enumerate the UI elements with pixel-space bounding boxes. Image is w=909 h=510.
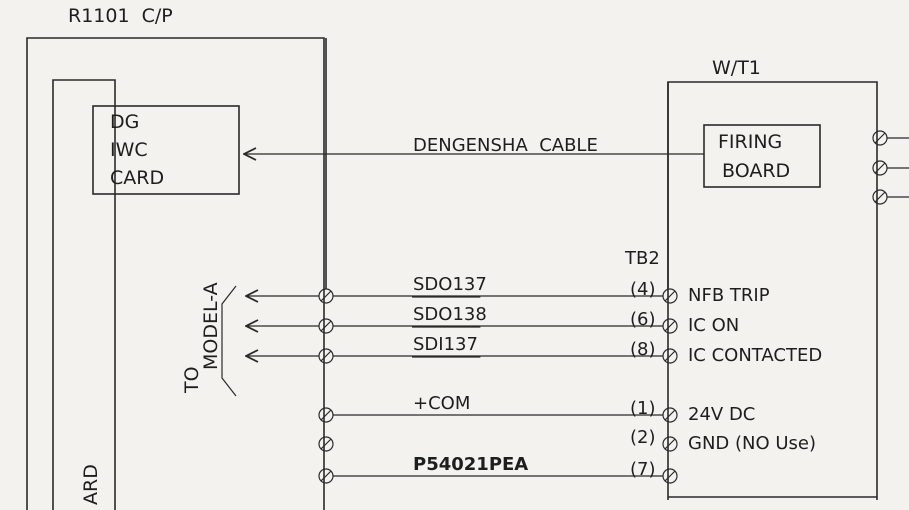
left-panel-outline (26, 37, 325, 510)
wire-4-right-terminal-slash (664, 409, 676, 421)
dg-iwc-card-line-3: CARD (110, 167, 164, 189)
wire-5-left-terminal (318, 436, 334, 452)
dg-iwc-card-line-2: IWC (110, 139, 148, 161)
firing-board-line-2: BOARD (722, 160, 790, 182)
wire-2-terminal-number: (6) (630, 309, 656, 330)
wire-5-right-terminal (662, 436, 678, 452)
wire-4-signal-label: +COM (413, 393, 470, 414)
wire-group: SDO137 (4) NFB TRIP SDO138 (6) IC ON SDI137 (8)… (246, 38, 822, 484)
wire-6-right-terminal-slash (664, 470, 676, 482)
wire-4-terminal-number: (1) (630, 398, 656, 419)
model-a-label-line-1: TO (181, 366, 203, 394)
model-a-label-line-2: MODEL-A (200, 282, 222, 370)
wire-1-left-terminal-slash (320, 290, 332, 302)
wire-1-terminal-number: (4) (630, 279, 656, 300)
left-panel-title: R1101 C/P (68, 5, 173, 27)
wire-3-right-terminal-slash (664, 350, 676, 362)
wire-1-right-terminal-slash (664, 290, 676, 302)
wire-3-left-terminal-slash (320, 350, 332, 362)
wire-3-signal-label: SDI137 (413, 334, 478, 355)
dg-iwc-card-box (92, 105, 240, 195)
tb2-label: TB2 (624, 248, 660, 269)
wire-2-description: IC ON (688, 315, 739, 336)
wire-6-signal-label: P54021PEA (413, 454, 528, 475)
wire-3-terminal-number: (8) (630, 339, 656, 360)
left-board-side-label: ARD (80, 464, 102, 505)
wire-6-left-terminal-slash (320, 470, 332, 482)
right-edge-terminals (872, 130, 909, 205)
right-panel-title: W/T1 (712, 57, 761, 79)
wire-4-left-terminal-slash (320, 409, 332, 421)
left-inner-board-outline (52, 79, 116, 510)
model-a-bracket (221, 285, 237, 397)
wire-4-description: 24V DC (688, 404, 755, 425)
wire-2-signal-label: SDO138 (413, 304, 487, 325)
wire-2-left-terminal-slash (320, 320, 332, 332)
wire-6-terminal-number: (7) (630, 459, 656, 480)
wire-1-signal-label: SDO137 (413, 274, 487, 295)
dg-iwc-card-line-1: DG (110, 111, 139, 133)
firing-board-line-1: FIRING (718, 131, 782, 153)
right-panel-outline (667, 81, 878, 500)
wire-5-terminal-number: (2) (630, 427, 656, 448)
wire-1-description: NFB TRIP (688, 285, 770, 306)
wire-5-left-terminal-slash (320, 438, 332, 450)
wire-5-description: GND (NO Use) (688, 433, 816, 454)
wire-3-description: IC CONTACTED (688, 345, 822, 366)
wire-5-right-terminal-slash (664, 438, 676, 450)
dengensha-cable-label: DENGENSHA CABLE (413, 135, 598, 156)
firing-board-box (703, 124, 821, 188)
wire-2-right-terminal-slash (664, 320, 676, 332)
